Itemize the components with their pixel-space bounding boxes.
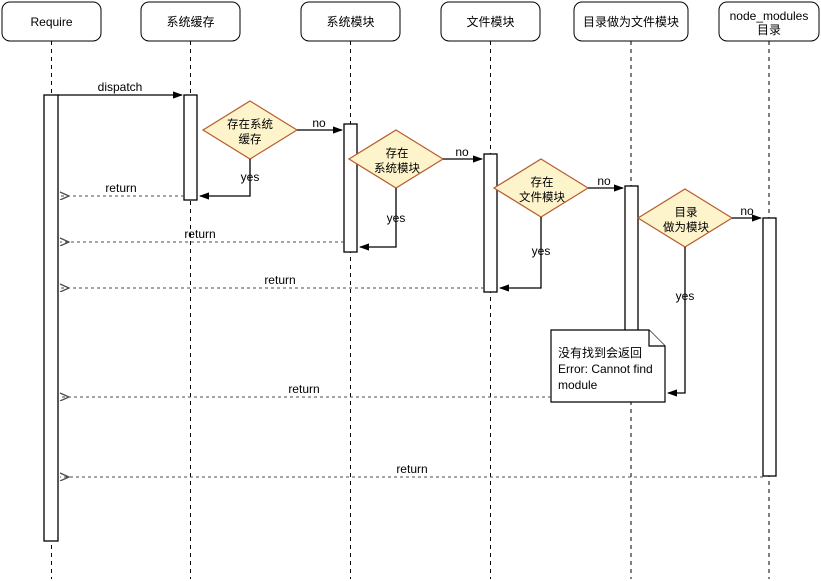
decision-label-line2: 做为模块 bbox=[663, 220, 709, 234]
decision-label-line1: 存在系统 bbox=[227, 117, 273, 131]
message-return-file-module[interactable]: return bbox=[60, 273, 484, 288]
message-label: return bbox=[105, 181, 136, 195]
decision-label-line2: 缓存 bbox=[239, 132, 262, 146]
decision-yes-label: yes bbox=[387, 211, 406, 225]
decision-label-line2: 文件模块 bbox=[519, 190, 565, 204]
participant-label: 系统模块 bbox=[326, 15, 374, 29]
message-label: return bbox=[288, 382, 319, 396]
decision-no-label: no bbox=[740, 204, 754, 218]
note-line-1: 没有找到会返回 bbox=[558, 345, 642, 360]
decision-label-line2: 系统模块 bbox=[374, 162, 420, 175]
participant-label-line1: node_modules bbox=[730, 9, 809, 23]
decision-label-line1: 存在 bbox=[531, 175, 554, 189]
decision-label-line1: 存在 bbox=[386, 146, 409, 160]
message-return-sys-cache[interactable]: return bbox=[60, 181, 184, 196]
message-label: return bbox=[184, 227, 215, 241]
decision-yes-arrow bbox=[499, 217, 542, 292]
activation-bar-sys-cache bbox=[183, 94, 198, 201]
decision-yes-label: yes bbox=[676, 289, 695, 303]
note-line-2: Error: Cannot find bbox=[558, 362, 653, 376]
participant-node-modules[interactable]: node_modules 目录 bbox=[718, 1, 820, 579]
note-line-3: module bbox=[558, 378, 598, 392]
message-label: return bbox=[396, 462, 427, 476]
note-cannot-find-module: 没有找到会返回 Error: Cannot find module bbox=[550, 329, 666, 403]
decision-yes-label: yes bbox=[532, 244, 551, 258]
decision-yes-arrow bbox=[199, 159, 251, 200]
activation-bar-sys-module bbox=[343, 123, 358, 253]
activation-bar-node-modules bbox=[762, 217, 777, 477]
participant-label: Require bbox=[30, 15, 72, 29]
decision-yes-label: yes bbox=[241, 170, 260, 184]
message-label: dispatch bbox=[98, 80, 143, 94]
message-return-node-modules[interactable]: return bbox=[60, 462, 763, 477]
decision-no-label: no bbox=[455, 145, 469, 159]
participant-label: 系统缓存 bbox=[166, 15, 214, 29]
note-fold-corner bbox=[648, 330, 665, 347]
message-return-dir-as-file-module[interactable]: return bbox=[60, 382, 551, 397]
message-dispatch[interactable]: dispatch bbox=[58, 80, 183, 99]
activation-bar-file-module bbox=[483, 153, 498, 293]
message-label: return bbox=[264, 273, 295, 287]
decision-directory-as-module[interactable]: 目录 做为模块 no yes bbox=[636, 188, 762, 397]
decision-exists-file-module[interactable]: 存在 文件模块 no yes bbox=[492, 158, 624, 292]
participant-dir-as-file-module[interactable]: 目录做为文件模块 bbox=[573, 1, 689, 579]
activation-bar-require bbox=[43, 94, 59, 542]
participant-sys-module[interactable]: 系统模块 bbox=[300, 1, 401, 579]
note-body bbox=[550, 329, 666, 403]
decision-label-line1: 目录 bbox=[675, 206, 698, 219]
decision-no-label: no bbox=[312, 116, 326, 130]
participant-label: 文件模块 bbox=[466, 14, 514, 29]
decision-exists-system-cache[interactable]: 存在系统 缓存 no yes bbox=[199, 100, 343, 200]
participant-label: 目录做为文件模块 bbox=[583, 14, 679, 29]
participant-label-line2: 目录 bbox=[757, 23, 781, 37]
decision-no-label: no bbox=[597, 174, 611, 188]
message-return-sys-module[interactable]: return bbox=[60, 227, 344, 242]
decision-exists-system-module[interactable]: 存在 系统模块 no yes bbox=[347, 129, 483, 251]
participant-sys-cache[interactable]: 系统缓存 bbox=[140, 1, 241, 579]
participant-file-module[interactable]: 文件模块 bbox=[440, 1, 541, 579]
decision-yes-arrow bbox=[667, 247, 686, 397]
decision-yes-arrow bbox=[359, 188, 397, 251]
